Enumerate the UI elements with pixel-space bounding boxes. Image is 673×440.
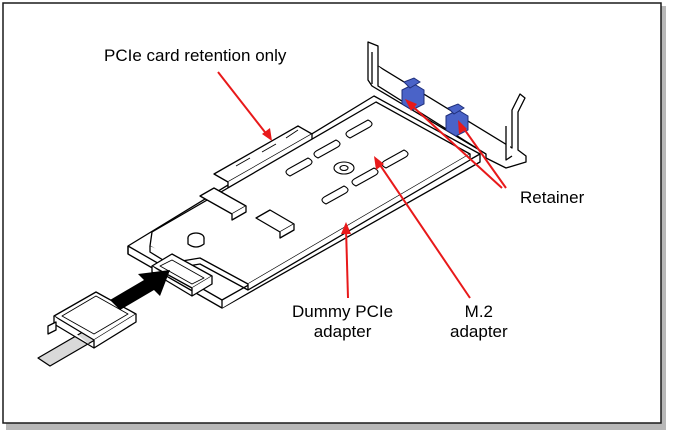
label-dummy-line2: adapter [313, 322, 372, 341]
label-m2-line1: M.2 [464, 302, 493, 321]
label-dummy-line1: Dummy PCIe [292, 302, 394, 321]
label-dummy-pcie-adapter: Dummy PCIe adapter [292, 302, 393, 342]
label-m2-line2: adapter [450, 322, 508, 341]
label-pcie-card-retention: PCIe card retention only [104, 46, 287, 65]
label-retainer: Retainer [520, 188, 585, 207]
cable [37, 291, 137, 367]
insertion-arrow [110, 270, 170, 310]
callout-arrows [217, 71, 507, 299]
retainer-clip [401, 77, 469, 137]
label-m2-adapter: M.2 adapter [450, 302, 508, 342]
m2-connector [187, 187, 295, 248]
adapter-slots [285, 119, 409, 205]
